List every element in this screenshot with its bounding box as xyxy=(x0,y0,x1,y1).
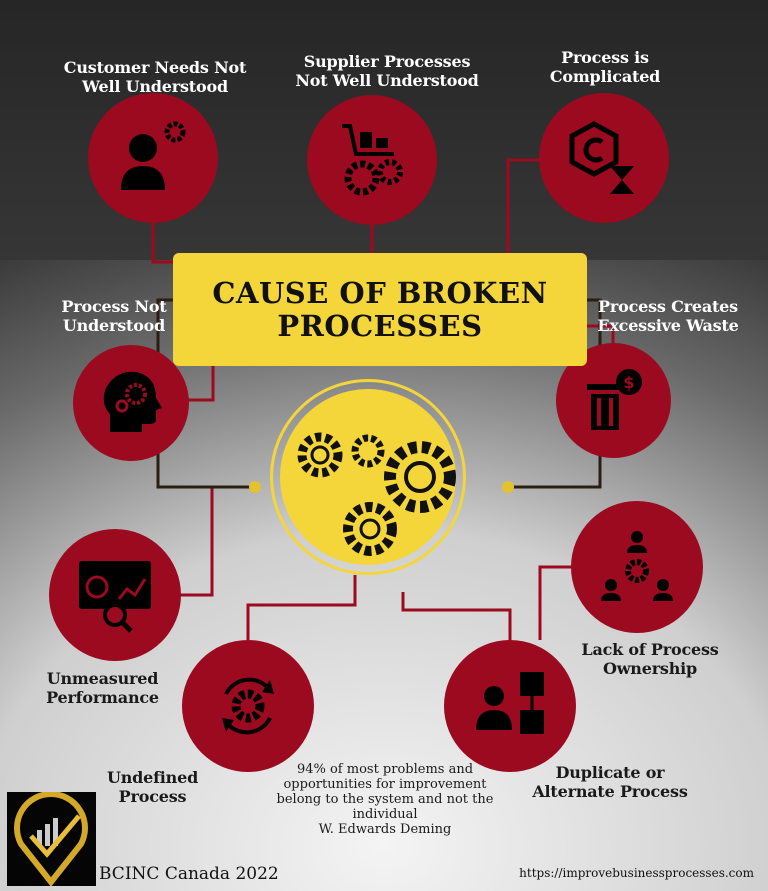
cause-process-complicated xyxy=(539,93,669,223)
cause-duplicate-process xyxy=(444,640,576,772)
cause-supplier-processes xyxy=(307,95,437,225)
connector-unmeasured xyxy=(180,488,214,597)
logo-pin-check-icon xyxy=(14,791,88,887)
supply-cart-gears-icon xyxy=(342,124,403,196)
connector-duplicate xyxy=(401,592,512,640)
connector-ownership xyxy=(538,565,572,640)
connector-undefined xyxy=(246,575,357,640)
label-duplicate-process: Duplicate or Alternate Process xyxy=(532,763,688,801)
page-title: CAUSE OF BROKEN PROCESSES xyxy=(212,275,548,343)
person-server-icon xyxy=(476,672,544,734)
cause-unmeasured-performance xyxy=(49,529,181,661)
label-unmeasured-performance: Unmeasured Performance xyxy=(46,669,159,707)
connector-not-understood xyxy=(185,366,215,402)
quote-author: W. Edwards Deming xyxy=(318,822,452,837)
cause-process-not-understood xyxy=(73,345,189,461)
trash-dollar-icon: $ xyxy=(586,368,642,430)
gears-icon xyxy=(297,432,456,556)
title-banner: CAUSE OF BROKEN PROCESSES xyxy=(173,253,587,366)
footer-url[interactable]: https://improvebusinessprocesses.com xyxy=(519,866,754,880)
connector-dot-right xyxy=(502,481,514,493)
quote-text: 94% of most problems and opportunities f… xyxy=(276,762,494,822)
label-customer-needs: Customer Needs Not Well Understood xyxy=(63,58,247,96)
label-undefined-process: Undefined Process xyxy=(106,768,199,806)
center-ring xyxy=(270,379,466,575)
quote: 94% of most problems and opportunities f… xyxy=(270,762,500,837)
team-gear-icon xyxy=(601,531,673,601)
cause-customer-needs xyxy=(88,93,218,223)
cause-undefined-process xyxy=(182,640,314,772)
label-process-complicated: Process is Complicated xyxy=(549,48,661,86)
footer-brand: BCINC Canada 2022 xyxy=(99,864,279,884)
brand-logo xyxy=(7,791,96,887)
connector-waste xyxy=(587,324,615,345)
cause-lack-ownership xyxy=(571,501,703,633)
connector-customer xyxy=(151,222,175,264)
complex-hourglass-icon xyxy=(569,121,634,194)
label-supplier-processes: Supplier Processes Not Well Understood xyxy=(295,52,479,90)
label-process-not-understood: Process Not Understood xyxy=(61,297,167,335)
user-gear-icon xyxy=(121,121,186,190)
label-lack-ownership: Lack of Process Ownership xyxy=(581,640,719,678)
dashboard-magnifier-icon xyxy=(79,561,151,633)
label-excessive-waste: Process Creates Excessive Waste xyxy=(597,297,739,335)
gear-cycle-icon xyxy=(222,677,274,735)
head-gears-icon xyxy=(103,371,162,432)
center-gears xyxy=(280,389,456,565)
svg-text:$: $ xyxy=(623,373,634,392)
connector-dot-left xyxy=(249,481,261,493)
